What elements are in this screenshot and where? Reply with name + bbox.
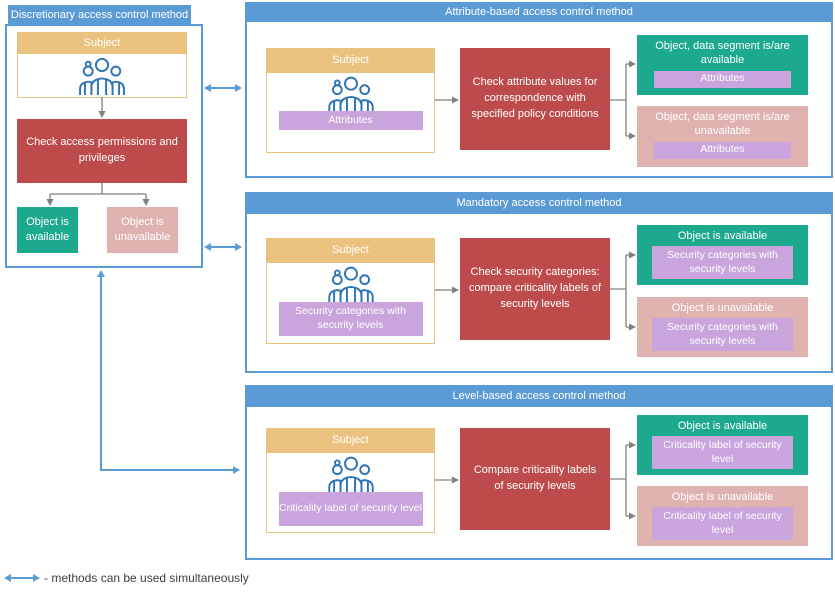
result-available-attribute: Object, data segment is/are available At… xyxy=(637,35,808,95)
subject-body-discretionary xyxy=(17,53,187,98)
subject-tag-level: Criticality label of security level xyxy=(278,492,423,526)
panel-title-mandatory: Mandatory access control method xyxy=(245,192,833,214)
result-unavailable-level: Object is unavailable Criticality label … xyxy=(637,486,808,546)
result-tag: Criticality label of security level xyxy=(652,436,793,470)
result-available-discretionary: Object is available xyxy=(17,207,78,253)
subject-header-mandatory: Subject xyxy=(266,238,435,262)
result-title: Object, data segment is/are unavailable xyxy=(655,111,790,138)
subjects-group-icon xyxy=(327,76,374,113)
panel-title-level: Level-based access control method xyxy=(245,385,833,407)
result-tag: Security categories with security levels xyxy=(652,246,793,280)
result-title: Object is available xyxy=(677,420,768,432)
subjects-group-icon xyxy=(79,57,125,95)
panel-title-attribute: Attribute-based access control method xyxy=(245,2,833,22)
subject-header-discretionary: Subject xyxy=(17,32,187,53)
result-tag: Criticality label of security level xyxy=(652,507,793,541)
legend-label: - methods can be used simultaneously xyxy=(44,571,249,585)
subject-body-level: Criticality label of security level xyxy=(266,452,435,533)
check-box-attribute: Check attribute values for correspondenc… xyxy=(460,48,610,150)
subject-tag-mandatory: Security categories with security levels xyxy=(278,302,423,336)
subject-header-level: Subject xyxy=(266,428,435,452)
subject-tag-attribute: Attributes xyxy=(278,111,423,130)
result-title: Object, data segment is/are available xyxy=(655,40,790,67)
result-tag: Security categories with security levels xyxy=(652,318,793,352)
subject-body-attribute: Attributes xyxy=(266,72,435,153)
result-unavailable-attribute: Object, data segment is/are unavailable … xyxy=(637,106,808,167)
result-unavailable-mandatory: Object is unavailable Security categorie… xyxy=(637,297,808,357)
subject-header-attribute: Subject xyxy=(266,48,435,72)
double-arrow-discretionary-level xyxy=(100,276,234,471)
result-available-level: Object is available Criticality label of… xyxy=(637,415,808,475)
subjects-group-icon xyxy=(327,456,374,493)
result-title: Object is unavailable xyxy=(671,491,774,503)
panel-title-discretionary: Discretionary access control method xyxy=(8,5,191,24)
result-title: Object is unavailable xyxy=(671,302,774,314)
result-tag: Attributes xyxy=(654,70,791,88)
check-box-discretionary: Check access permissions and privileges xyxy=(17,119,187,183)
check-box-level: Compare criticality labels of security l… xyxy=(460,428,610,530)
result-title: Object is available xyxy=(677,230,768,242)
subject-body-mandatory: Security categories with security levels xyxy=(266,262,435,344)
result-available-mandatory: Object is available Security categories … xyxy=(637,225,808,285)
result-tag: Attributes xyxy=(654,141,791,159)
subjects-group-icon xyxy=(327,266,374,303)
result-unavailable-discretionary: Object is unavailable xyxy=(107,207,178,253)
check-box-mandatory: Check security categories: compare criti… xyxy=(460,238,610,340)
